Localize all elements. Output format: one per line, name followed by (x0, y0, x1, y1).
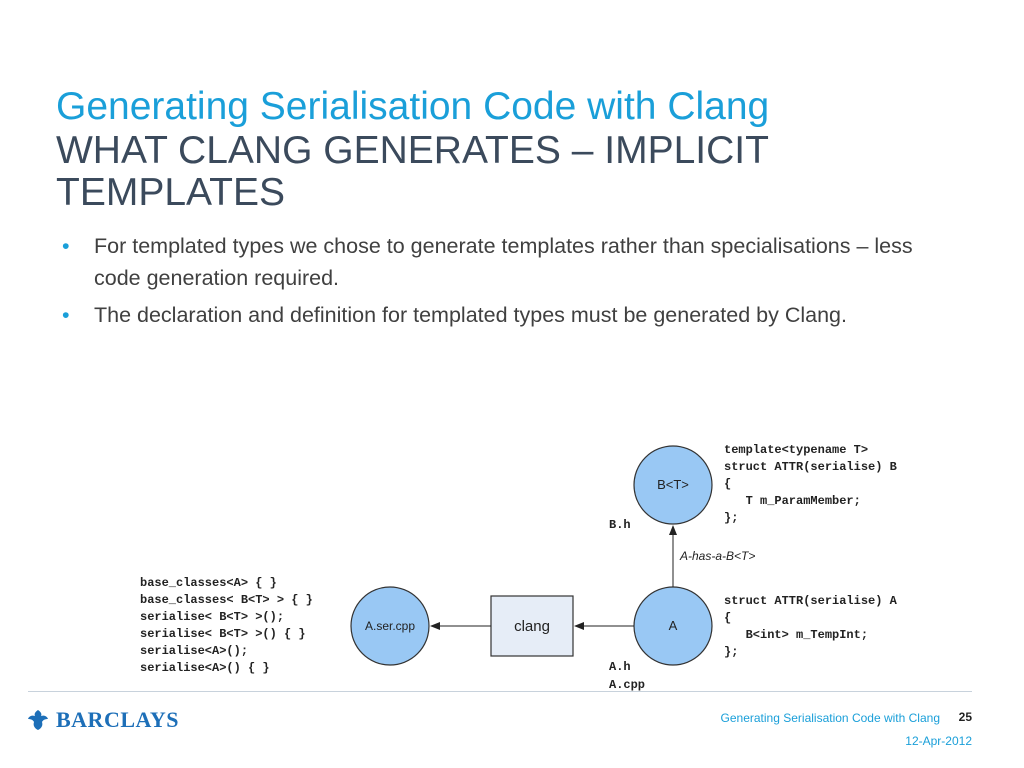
node-ser-label: A.ser.cpp (365, 619, 415, 633)
footer-title: Generating Serialisation Code with Clang (720, 711, 940, 725)
clang-box (490, 595, 574, 657)
code-block-a: struct ATTR(serialise) A { B<int> m_Temp… (724, 594, 898, 659)
slide-title: Generating Serialisation Code with Clang (56, 85, 770, 128)
code-line: }; (724, 511, 738, 525)
code-line: serialise< B<T> >() { } (140, 627, 306, 641)
page-number: 25 (958, 710, 972, 724)
brand-name: BARCLAYS (56, 707, 180, 732)
node-a-label: A (669, 618, 678, 633)
code-block-b: template<typename T> struct ATTR(seriali… (724, 443, 897, 525)
eagle-logo-icon (28, 710, 48, 730)
code-line: T m_ParamMember; (724, 494, 861, 508)
code-line: { (724, 611, 731, 625)
clang-label: clang (514, 618, 550, 635)
code-line: serialise< B<T> >(); (140, 610, 284, 624)
code-line: serialise<A>(); (140, 644, 248, 658)
code-block-ser: base_classes<A> { } base_classes< B<T> >… (140, 576, 313, 675)
code-line: struct ATTR(serialise) B (724, 460, 897, 474)
code-line: template<typename T> (724, 443, 868, 457)
code-line: B<int> m_TempInt; (724, 628, 868, 642)
node-b-circle (633, 445, 713, 525)
code-line: base_classes< B<T> > { } (140, 593, 313, 607)
bullet-list: • For templated types we chose to genera… (60, 230, 940, 336)
bullet-text: The declaration and definition for templ… (94, 303, 847, 327)
barclays-logo: BARCLAYS (26, 706, 179, 734)
bullet-item: • For templated types we chose to genera… (60, 230, 940, 294)
file-label-a-cpp: A.cpp (609, 678, 645, 692)
node-ser-circle (350, 586, 430, 666)
code-line: struct ATTR(serialise) A (724, 594, 898, 608)
footer-divider (28, 691, 972, 692)
file-label-a-h: A.h (609, 660, 631, 674)
code-line: serialise<A>() { } (140, 661, 270, 675)
clang-diagram: B<T> A clang A.ser.cpp A-has-a-B<T> B.h … (140, 443, 898, 692)
node-b-label: B<T> (657, 477, 689, 492)
file-label-b-h: B.h (609, 518, 631, 532)
edge-label: A-has-a-B<T> (679, 549, 755, 563)
bullet-dot-icon: • (62, 303, 70, 327)
bullet-text: For templated types we chose to generate… (94, 234, 913, 290)
bullet-item: • The declaration and definition for tem… (60, 299, 940, 331)
code-line: }; (724, 645, 738, 659)
slide-date: 12-Apr-2012 (905, 734, 972, 748)
code-line: { (724, 477, 731, 491)
slide-subtitle: WHAT CLANG GENERATES – IMPLICIT TEMPLATE… (56, 129, 769, 214)
bullet-dot-icon: • (62, 234, 70, 258)
code-line: base_classes<A> { } (140, 576, 277, 590)
